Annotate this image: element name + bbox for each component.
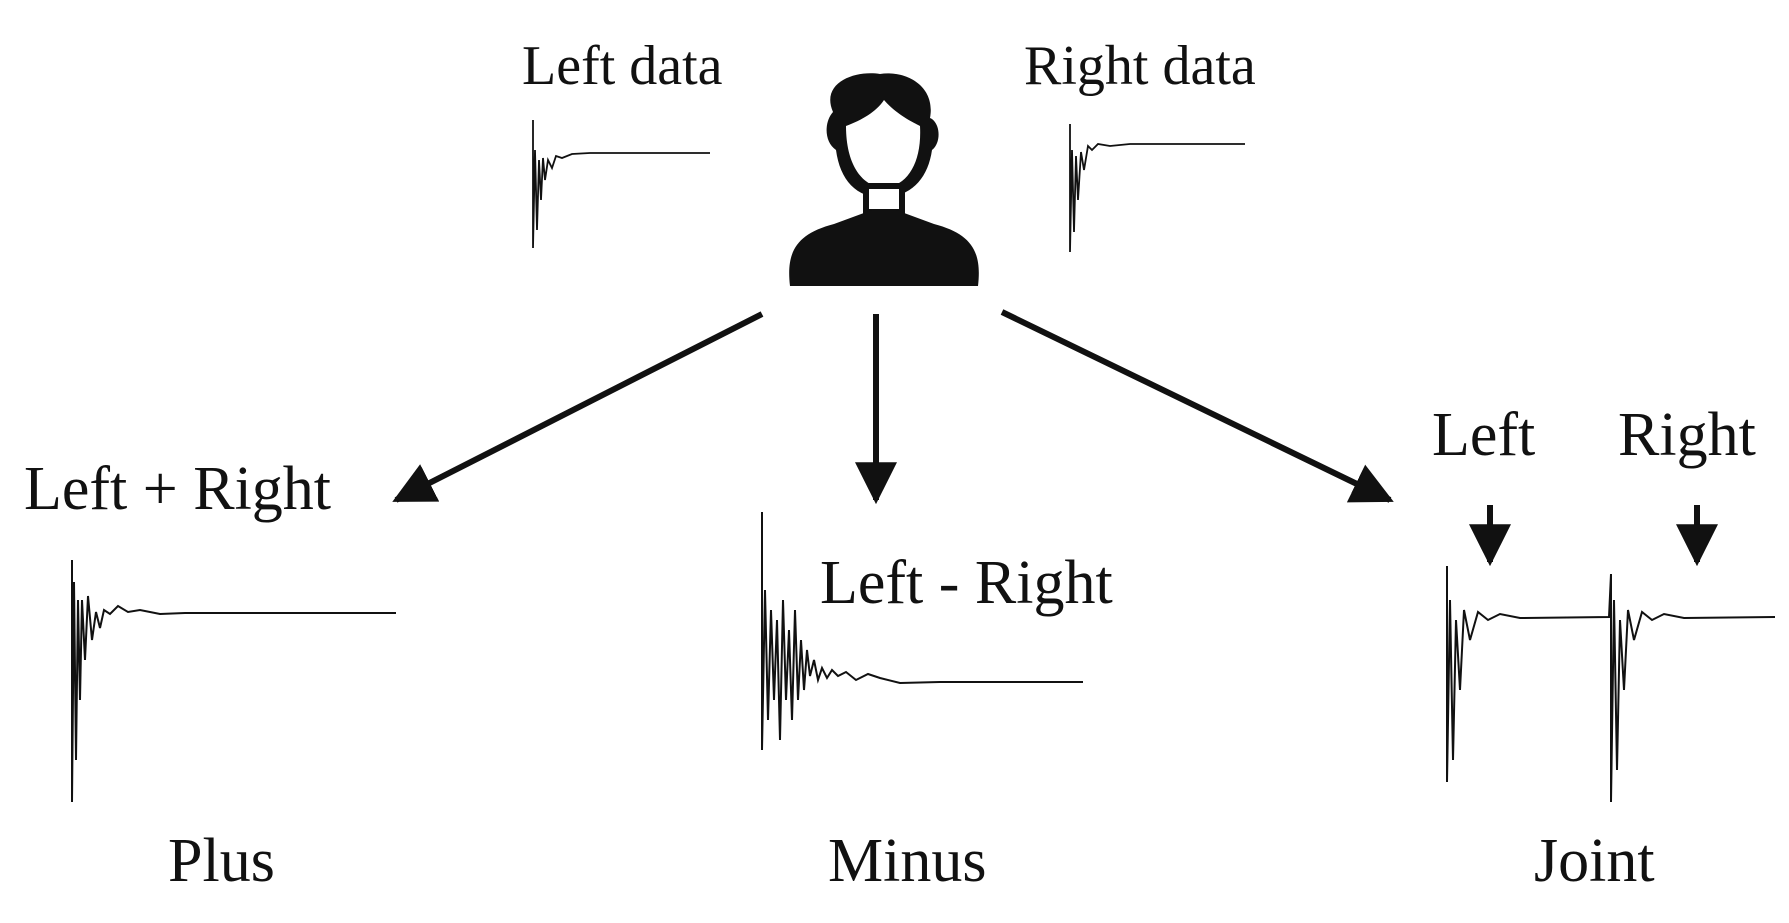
left-data-trace: [532, 120, 710, 249]
joint-caption: Joint: [1534, 827, 1655, 895]
plus-formula-label: Left + Right: [24, 455, 332, 523]
minus-formula-label: Left - Right: [820, 549, 1113, 617]
plus-trace: [71, 560, 396, 803]
person-icon: [789, 73, 979, 286]
arrow-to-joint: [1000, 309, 1394, 503]
right-data-label: Right data: [1024, 35, 1256, 97]
minus-caption: Minus: [828, 827, 987, 895]
joint-right-label: Right: [1618, 401, 1756, 469]
right-data-trace: [1069, 124, 1245, 253]
joint-trace: [1446, 566, 1776, 803]
left-data-label: Left data: [522, 35, 723, 97]
arrow-to-plus: [392, 311, 764, 503]
plus-caption: Plus: [168, 827, 275, 895]
joint-left-label: Left: [1432, 401, 1536, 469]
minus-trace: [761, 512, 1083, 751]
